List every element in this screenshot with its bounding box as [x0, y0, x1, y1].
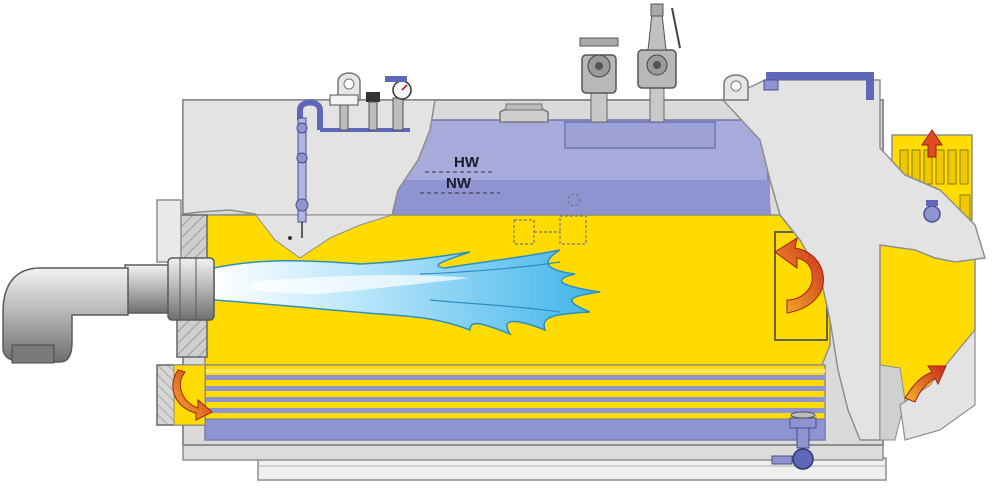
- steam-valve-icon: [579, 37, 619, 123]
- feed-water-device: [513, 193, 587, 245]
- rear-door-cutaway: [721, 79, 986, 441]
- blowdown-valve: [771, 411, 817, 470]
- flue-gas-arrow-icon: [774, 236, 824, 314]
- burner-housing-icon: [2, 257, 215, 364]
- water-gauge-column: [288, 99, 323, 240]
- flue-gas-arrow-icon: [921, 129, 943, 158]
- water-level-markers: HW NW: [420, 154, 500, 194]
- water-space: [391, 103, 771, 216]
- safety-valve-icon: [637, 3, 681, 123]
- flue-gas-arrow-icon: [904, 365, 947, 403]
- top-fittings: [288, 3, 874, 245]
- label-high-water: HW: [454, 154, 480, 171]
- label-normal-water: NW: [446, 175, 472, 192]
- flue-gas-arrows: [172, 129, 947, 421]
- flue-gas-arrow-icon: [172, 369, 213, 421]
- fire-tubes: [204, 364, 826, 441]
- sight-glass-icon: [923, 205, 941, 223]
- level-controls: [320, 76, 412, 132]
- burner-flame: [213, 249, 601, 336]
